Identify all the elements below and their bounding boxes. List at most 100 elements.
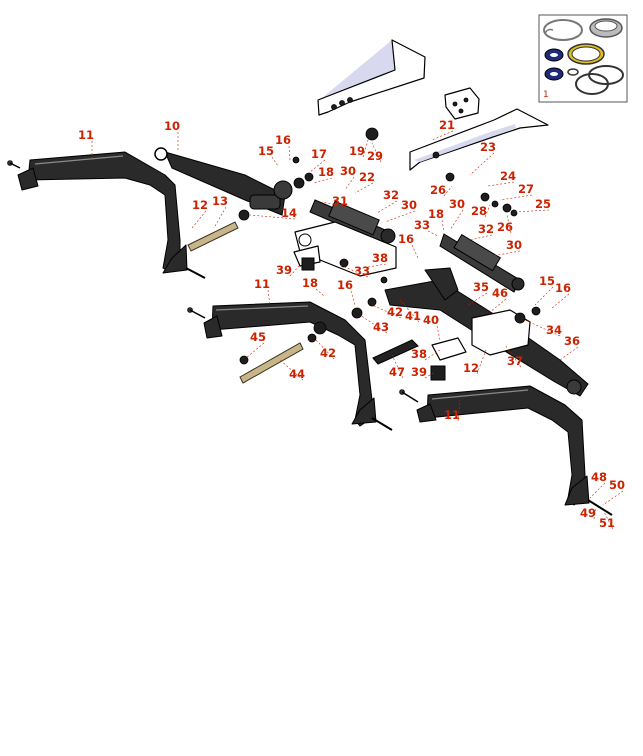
callout-leader-c42a (371, 304, 402, 319)
callout-c11a[interactable]: 11 (78, 128, 94, 142)
callout-c14[interactable]: 14 (281, 206, 297, 220)
seal-kit-inset[interactable]: 1 (538, 14, 628, 103)
callout-leader-c18a (312, 177, 333, 184)
callout-c40[interactable]: 40 (423, 313, 439, 327)
callout-leader-c27 (499, 194, 533, 201)
callout-leader-c26b (506, 214, 512, 234)
callout-c35[interactable]: 35 (473, 280, 489, 294)
callout-c48[interactable]: 48 (591, 470, 607, 484)
callout-c16b[interactable]: 16 (398, 232, 414, 246)
callout-c32b[interactable]: 32 (478, 222, 494, 236)
callout-leader-c39a (289, 264, 301, 277)
callout-c19[interactable]: 19 (349, 144, 365, 158)
callout-c32a[interactable]: 32 (383, 188, 399, 202)
callout-leader-c42b (315, 339, 335, 360)
upper-bracket-left[interactable] (317, 39, 426, 116)
callout-c31[interactable]: 31 (332, 194, 348, 208)
lift-cylinder-upper[interactable] (309, 199, 396, 245)
callout-leader-c25 (514, 209, 550, 213)
callout-c30a[interactable]: 30 (340, 164, 356, 178)
callout-leader-c15b (534, 286, 554, 306)
callout-leader-c33b (339, 264, 369, 278)
callout-c39a[interactable]: 39 (276, 263, 292, 277)
callout-c15a[interactable]: 15 (258, 144, 274, 158)
valve-block[interactable] (444, 87, 480, 120)
callout-leader-c16d (551, 293, 570, 309)
callout-c17[interactable]: 17 (311, 147, 327, 161)
callout-c30c[interactable]: 30 (449, 197, 465, 211)
lift-arm-middle-left[interactable] (203, 301, 377, 427)
lift-cylinder-lower[interactable] (439, 233, 525, 293)
callout-c13[interactable]: 13 (212, 194, 228, 208)
lift-arm-center-upper[interactable] (154, 147, 293, 216)
callout-c12b[interactable]: 12 (463, 361, 479, 375)
callout-leader-c40 (436, 325, 441, 341)
callout-c51[interactable]: 51 (599, 516, 615, 530)
callout-leader-c16a (288, 145, 291, 161)
callout-leader-c32a (376, 200, 398, 214)
lower-mount-block[interactable] (471, 309, 531, 356)
callout-c39b[interactable]: 39 (411, 365, 427, 379)
callout-c15b[interactable]: 15 (539, 274, 555, 288)
pivot-pin-upper[interactable] (187, 221, 239, 252)
callout-c11b[interactable]: 11 (254, 277, 270, 291)
lift-arm-lower-right[interactable] (416, 385, 590, 506)
callout-c33b[interactable]: 33 (354, 264, 370, 278)
callout-leader-c38b (424, 349, 441, 361)
callout-leader-c41 (399, 299, 420, 323)
callout-leader-c31 (321, 201, 347, 208)
callout-c46[interactable]: 46 (492, 286, 508, 300)
callout-c22[interactable]: 22 (359, 170, 375, 184)
callout-c29[interactable]: 29 (367, 149, 383, 163)
callout-c18c[interactable]: 18 (302, 276, 318, 290)
callout-c38b[interactable]: 38 (411, 347, 427, 361)
callout-c30b[interactable]: 30 (401, 198, 417, 212)
callout-leader-c11b (267, 289, 271, 307)
callout-c10[interactable]: 10 (164, 119, 180, 133)
callout-c27[interactable]: 27 (518, 182, 534, 196)
upper-bracket-right[interactable] (409, 108, 549, 171)
callout-c30d[interactable]: 30 (506, 238, 522, 252)
callout-c44[interactable]: 44 (289, 367, 305, 381)
callout-c45[interactable]: 45 (250, 330, 266, 344)
callout-c11c[interactable]: 11 (444, 408, 460, 422)
callout-leader-c30a (344, 176, 355, 191)
callout-c34[interactable]: 34 (546, 323, 562, 337)
callout-leader-c48 (589, 482, 606, 499)
callout-leader-c16b (411, 244, 419, 259)
callout-c18a[interactable]: 18 (318, 165, 334, 179)
callout-leader-c23 (469, 152, 495, 176)
callout-leader-c38a (361, 263, 387, 269)
callout-c16a[interactable]: 16 (275, 133, 291, 147)
callout-c41[interactable]: 41 (405, 309, 421, 323)
callout-leader-c43 (359, 314, 388, 334)
callout-c47[interactable]: 47 (389, 365, 405, 379)
pivot-pin-lower[interactable] (239, 342, 304, 384)
callout-c24[interactable]: 24 (500, 169, 516, 183)
callout-c37[interactable]: 37 (507, 354, 523, 368)
callout-c21[interactable]: 21 (439, 118, 455, 132)
callout-c16d[interactable]: 16 (555, 281, 571, 295)
callout-leader-c51 (603, 511, 614, 530)
callout-leader-c17 (309, 159, 326, 173)
callout-c23[interactable]: 23 (480, 140, 496, 154)
callout-c50[interactable]: 50 (609, 478, 625, 492)
callout-c26a[interactable]: 26 (430, 183, 446, 197)
callout-c36[interactable]: 36 (564, 334, 580, 348)
callout-c42b[interactable]: 42 (320, 346, 336, 360)
callout-leader-c13 (213, 206, 227, 229)
callout-c18b[interactable]: 18 (428, 207, 444, 221)
callout-c43[interactable]: 43 (373, 320, 389, 334)
callout-c49[interactable]: 49 (580, 506, 596, 520)
callout-c12a[interactable]: 12 (192, 198, 208, 212)
callout-c25[interactable]: 25 (535, 197, 551, 211)
callout-c16c[interactable]: 16 (337, 278, 353, 292)
callout-c42a[interactable]: 42 (387, 305, 403, 319)
callout-c33a[interactable]: 33 (414, 218, 430, 232)
callout-leader-c34 (524, 319, 561, 337)
lift-arm-upper-left[interactable] (17, 151, 188, 274)
callout-c26b[interactable]: 26 (497, 220, 513, 234)
callout-c38a[interactable]: 38 (372, 251, 388, 265)
callout-c28[interactable]: 28 (471, 204, 487, 218)
